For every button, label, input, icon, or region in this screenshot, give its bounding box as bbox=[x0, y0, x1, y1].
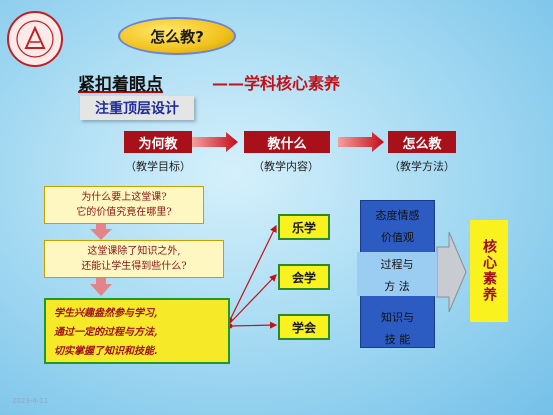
flow-step-why: 为何教 bbox=[124, 131, 192, 153]
question-line: 为什么要上这堂课? bbox=[81, 192, 167, 203]
outcome-line: 学生兴趣盎然参与学习, bbox=[54, 308, 158, 319]
flow-caption-what: （教学内容） bbox=[253, 160, 319, 173]
slide-date: 2023-4-11 bbox=[12, 397, 49, 405]
core-competency-box: 核心素养 bbox=[470, 220, 508, 322]
outcome-line: 通过一定的过程与方法, bbox=[54, 327, 158, 338]
focus-keyword: 紧扣着眼点 bbox=[78, 75, 163, 95]
dim-attitude-label: 态度情感 bbox=[375, 209, 420, 222]
learning-outcome-box: 学生兴趣盎然参与学习, 通过一定的过程与方法, 切实掌握了知识和技能. bbox=[44, 298, 230, 364]
dim-skill-label: 技 能 bbox=[384, 333, 411, 346]
top-level-design-box: 注重顶层设计 bbox=[80, 96, 194, 120]
how-to-teach-oval: 怎么教? bbox=[118, 17, 236, 55]
question-line: 它的价值究竟在哪里? bbox=[76, 207, 172, 218]
flow-caption-why: （教学目标） bbox=[125, 160, 191, 173]
question-box-gain: 这堂课除了知识之外, 还能让学生得到些什么? bbox=[44, 240, 224, 278]
down-arrow-2-icon bbox=[90, 278, 112, 296]
outcome-line: 切实掌握了知识和技能. bbox=[54, 346, 158, 357]
dim-values-label: 价值观 bbox=[381, 231, 414, 244]
core-competency-subtitle: ——学科核心素养 bbox=[212, 74, 341, 93]
outcome-enjoy-learning: 乐学 bbox=[278, 214, 330, 240]
school-logo-icon bbox=[7, 11, 63, 67]
flow-arrow-2-icon bbox=[338, 132, 384, 152]
flow-step-how: 怎么教 bbox=[388, 131, 456, 153]
dim-knowledge-label: 知识与 bbox=[381, 311, 414, 324]
question-box-value: 为什么要上这堂课? 它的价值究竟在哪里? bbox=[44, 186, 204, 224]
big-right-arrow-icon bbox=[436, 231, 467, 313]
flow-step-what: 教什么 bbox=[244, 131, 330, 153]
oval-label: 怎么教? bbox=[150, 27, 204, 46]
dim-process-label: 过程与 bbox=[380, 258, 414, 271]
dim-process-box: 过程与 方 法 bbox=[357, 252, 437, 296]
flow-caption-how: （教学方法） bbox=[389, 160, 455, 173]
outcome-know-how-to-learn: 会学 bbox=[278, 264, 330, 290]
dim-method-label: 方 法 bbox=[384, 280, 410, 293]
core-competency-label: 核心素养 bbox=[481, 239, 497, 303]
question-line: 这堂课除了知识之外, bbox=[87, 246, 181, 257]
down-arrow-1-icon bbox=[90, 224, 112, 240]
outcome-have-learned: 学会 bbox=[278, 314, 330, 340]
question-line: 还能让学生得到些什么? bbox=[81, 261, 187, 272]
flow-arrow-1-icon bbox=[192, 132, 238, 152]
